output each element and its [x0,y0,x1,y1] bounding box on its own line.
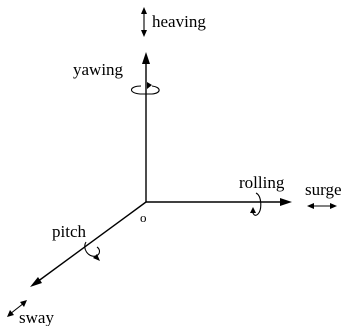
rolling-rotation-icon [250,192,262,216]
surge-double-arrow-icon [307,203,337,209]
yawing-rotation-icon [130,82,160,95]
heaving-label: heaving [152,12,206,31]
heaving-double-arrow-icon [141,7,147,37]
pitch-label: pitch [52,222,86,241]
yawing-label: yawing [73,60,124,79]
pitch-rotation-icon [84,241,101,261]
origin-label: o [140,210,147,225]
diagonal-axis [30,201,147,287]
surge-label: surge [305,180,342,199]
rolling-label: rolling [239,173,285,192]
sway-label: sway [19,308,54,326]
horizontal-axis [146,198,292,206]
vertical-axis [142,52,150,202]
sway-double-arrow-icon [7,300,27,317]
